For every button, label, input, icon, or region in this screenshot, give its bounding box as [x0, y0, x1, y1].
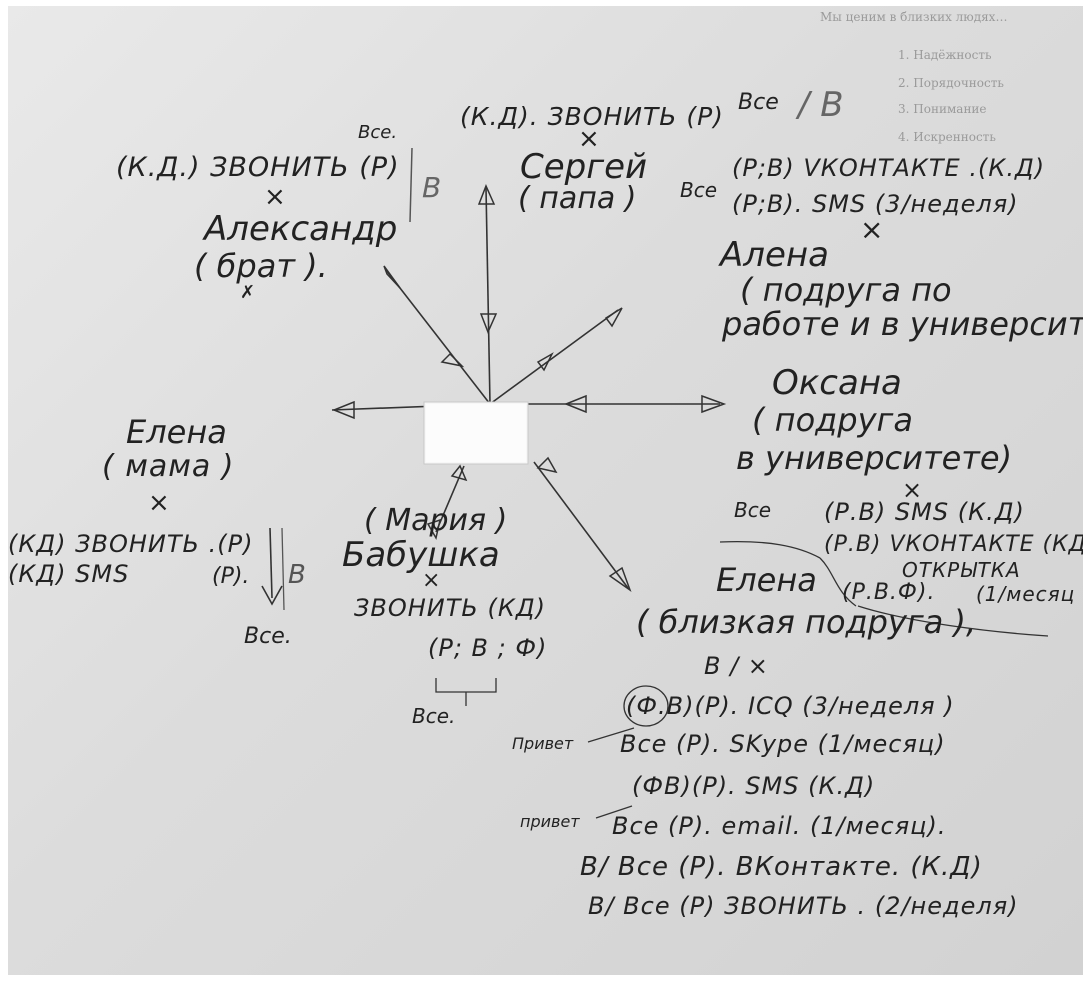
background-text-line: Мы ценим в близких людях… — [820, 10, 1008, 24]
arrow-elena-mom-down — [269, 527, 273, 599]
grandma-name1: ( Мария ) — [364, 503, 508, 538]
arrowhead — [440, 352, 465, 368]
arrowhead-down — [261, 585, 283, 606]
arrows-diagram — [261, 147, 1049, 819]
elena-friend-role: ( близкая подруга ), — [636, 603, 977, 641]
oksana-x: × — [902, 476, 923, 504]
arrow-to-grandma — [435, 465, 465, 533]
alexander-role: ( брат ). — [194, 247, 328, 285]
arrowhead — [331, 400, 355, 420]
connector-line — [819, 557, 857, 607]
arrowhead — [479, 313, 498, 334]
elena-friend-row: В/ Все (Р). ВКонтакте. (К.Д) — [580, 852, 983, 882]
elena-friend-line1: (Р.В) SMS (К.Д) — [824, 498, 1025, 526]
sergey-role: ( папа ) — [518, 181, 637, 216]
grandma-vse: Все. — [412, 704, 456, 728]
sergey-x: × — [578, 124, 600, 154]
elena-friend-row: Все (Р). SKype (1/месяц) — [620, 730, 946, 758]
grandma-name2: Бабушка — [342, 535, 500, 575]
grandma-x: × — [422, 568, 441, 593]
notebook-page: Мы ценим в близких людях… 1. Надёжность … — [8, 6, 1083, 975]
background-text-line: 3. Понимание — [898, 102, 987, 116]
arrowhead — [477, 184, 496, 205]
elena-mom-line1: (КД) ЗВОНИТЬ .(Р) — [8, 530, 254, 558]
elena-mom-role: ( мама ) — [102, 449, 235, 484]
arrowhead — [604, 307, 623, 328]
arrow-to-alena — [489, 309, 619, 405]
elena-friend-privet2: привет — [520, 812, 580, 831]
alexander-x: × — [264, 182, 286, 212]
alena-x: × — [860, 213, 884, 246]
arrow-to-sergey — [485, 187, 491, 405]
elena-mom-b: В — [288, 560, 306, 590]
elena-mom-name: Елена — [126, 413, 227, 451]
arrowhead — [701, 394, 727, 414]
sergey-contacts: (К.Д). ЗВОНИТЬ (Р) — [460, 102, 724, 131]
arrowhead — [563, 394, 587, 414]
oksana-role2: в университете) — [736, 439, 1013, 477]
alena-role2: работе и в университете — [722, 305, 1083, 343]
arrowhead — [608, 566, 632, 592]
sergey-vse: Все — [738, 90, 779, 115]
connector-line — [719, 541, 821, 559]
elena-mom-p: (Р). — [212, 564, 250, 589]
elena-friend-row: Все (Р). email. (1/месяц). — [612, 812, 947, 840]
arrowhead — [426, 518, 442, 541]
elena-friend-line4: (Р.В.Ф). — [842, 580, 936, 605]
background-text-line: 1. Надёжность — [898, 48, 992, 62]
arrow-to-elena-friend — [533, 461, 629, 589]
arrowhead — [450, 464, 468, 482]
oksana-name: Оксана — [772, 363, 902, 403]
alexander-contacts: (К.Д.) ЗВОНИТЬ (Р) — [116, 152, 400, 183]
elena-friend-line3: ОТКРЫТКА — [902, 558, 1021, 582]
elena-mom-vse: Все. — [244, 624, 292, 649]
circle-mark — [623, 685, 669, 727]
elena-friend-name: Елена — [716, 561, 817, 599]
elena-friend-row: (Ф.В)(Р). ICQ (3/неделя ) — [626, 692, 955, 720]
alena-line1: (Р;В) VКОНТАКТЕ .(К.Д) — [732, 154, 1046, 182]
divider-stroke — [281, 527, 285, 611]
sergey-b: / В — [798, 85, 844, 125]
arrowhead — [383, 265, 401, 289]
alexander-vse: Все. — [358, 122, 398, 143]
arrow-to-alexander — [385, 269, 491, 405]
elena-friend-privet1: Привет — [512, 734, 574, 753]
oksana-role1: ( подруга — [752, 401, 913, 439]
alena-name: Алена — [720, 235, 829, 275]
elena-mom-line2: (КД) SMS — [8, 560, 130, 588]
background-text-line: 2. Порядочность — [898, 76, 1004, 90]
elena-friend-row: В/ Все (Р) ЗВОНИТЬ . (2/неделя) — [588, 892, 1019, 920]
arrowhead — [536, 456, 558, 474]
sergey-name: Сергей — [520, 147, 648, 187]
pointer-line — [595, 805, 633, 819]
alena-vse: Все — [680, 178, 718, 202]
alexander-name: Александр — [204, 209, 398, 249]
elena-friend-row: (ФВ)(Р). SMS (К.Д) — [632, 772, 876, 800]
pointer-line — [587, 727, 635, 743]
alexander-b: В — [422, 171, 442, 204]
grandma-line2: (Р; В ; Ф) — [428, 634, 548, 662]
elena-friend-freq: (1/месяц — [976, 582, 1076, 606]
alena-line2: (Р;В). SMS (3/неделя) — [732, 190, 1019, 218]
background-text-line: 4. Искренность — [898, 130, 996, 144]
connector-line — [857, 605, 1049, 637]
arrowhead — [536, 352, 554, 372]
grandma-line1: ЗВОНИТЬ (КД) — [354, 594, 547, 622]
center-sticky-note — [423, 401, 529, 465]
elena-mom-x: × — [148, 488, 170, 518]
elena-friend-line2: (Р.В) VКОНТАКТЕ (КД) — [824, 532, 1083, 557]
alexander-mark: ✗ — [240, 282, 256, 303]
elena-friend-vse: Все — [734, 498, 772, 522]
bracket — [435, 678, 497, 706]
elena-friend-bx: В / × — [704, 652, 769, 680]
divider-stroke — [409, 147, 413, 223]
alena-role1: ( подруга по — [740, 271, 952, 309]
